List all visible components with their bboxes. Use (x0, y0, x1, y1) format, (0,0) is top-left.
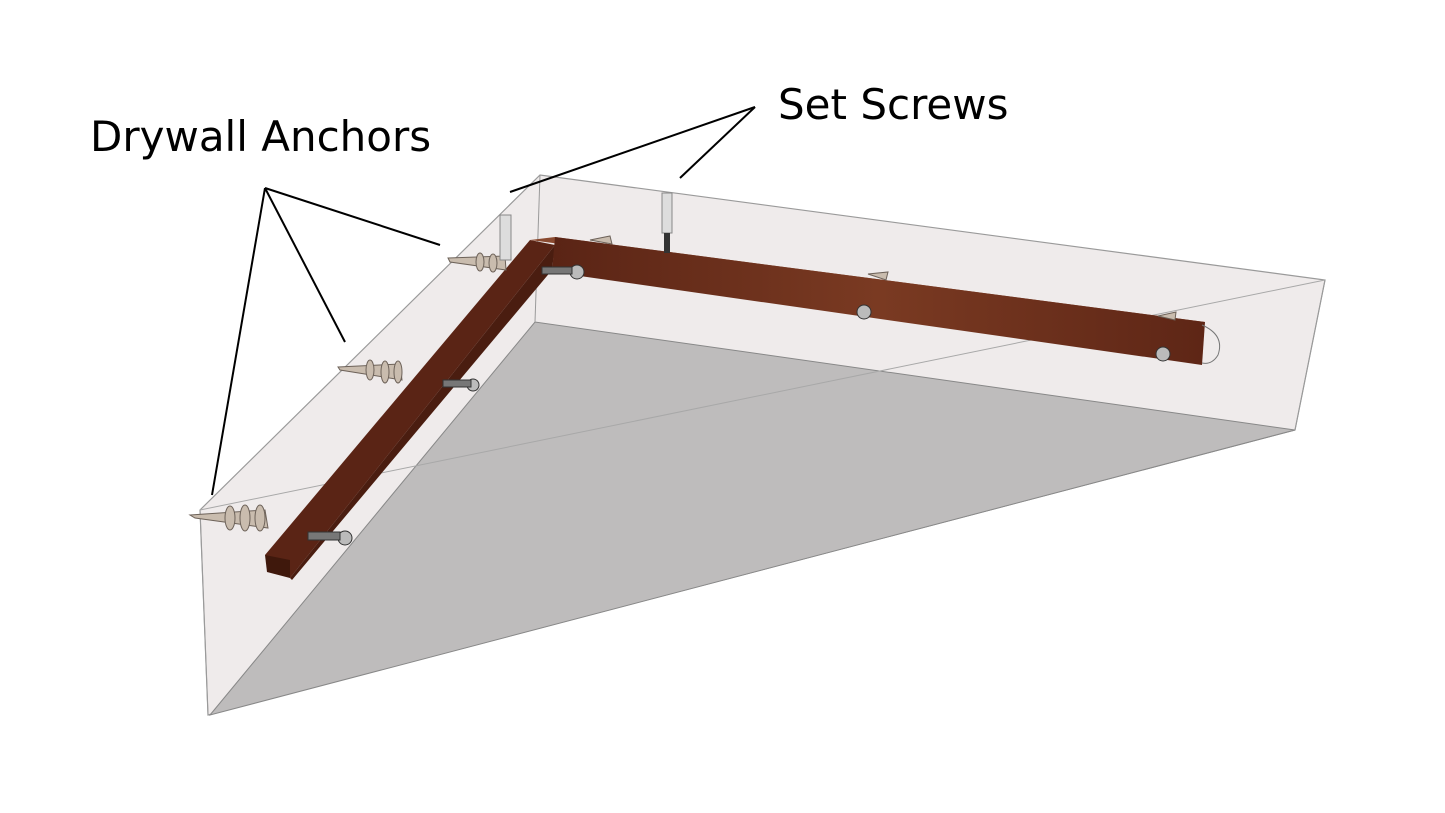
screw-icon (307, 264, 1171, 546)
drywall-anchors-label: Drywall Anchors (90, 112, 432, 161)
drywall-anchor-icon (188, 235, 1177, 532)
shelf-edge (199, 509, 209, 716)
shelf-shadow (208, 321, 1296, 716)
shelf-edge (1294, 279, 1326, 431)
leader-lines (211, 106, 756, 496)
wood-bracket (265, 237, 1205, 580)
bracket-end-cap (1201, 324, 1221, 364)
set-screw-icon (499, 192, 673, 261)
set-screws-label: Set Screws (778, 80, 1009, 129)
